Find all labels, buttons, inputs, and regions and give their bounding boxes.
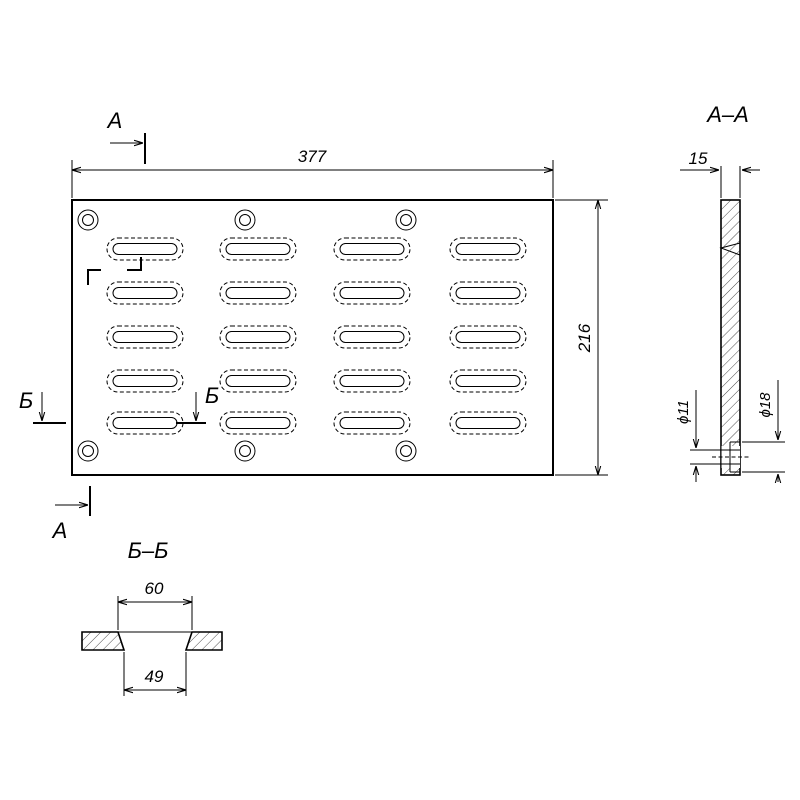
slot — [106, 281, 184, 305]
section-b-right-part — [184, 631, 223, 651]
slot-top-width-label: 60 — [145, 579, 164, 598]
dimension-plate-width: 377 — [71, 147, 554, 198]
slot — [106, 411, 184, 435]
section-b-b-view: Б–Б 60 49 — [81, 538, 223, 696]
section-a-a-view: А–А 15 ϕ11 ϕ18 — [675, 102, 785, 482]
slot — [219, 281, 297, 305]
section-a-strip — [720, 199, 741, 476]
mounting-hole — [395, 209, 417, 231]
mounting-holes — [77, 209, 417, 462]
slot — [333, 237, 411, 261]
slot-bottom-width-label: 49 — [145, 667, 164, 686]
section-a-a-title: А–А — [705, 102, 749, 127]
slot — [106, 325, 184, 349]
slot — [449, 369, 527, 393]
section-a-marker-top: А — [106, 108, 146, 164]
hole-small-dia-label: ϕ11 — [675, 400, 692, 424]
mounting-hole — [234, 209, 256, 231]
plate-outline — [71, 199, 554, 476]
slot — [449, 281, 527, 305]
slot — [106, 237, 184, 261]
section-b-letter-right: Б — [205, 383, 219, 408]
slot — [333, 369, 411, 393]
mounting-hole — [77, 209, 99, 231]
slot — [333, 281, 411, 305]
mounting-hole — [77, 440, 99, 462]
slot — [333, 325, 411, 349]
slot — [219, 369, 297, 393]
slot — [449, 325, 527, 349]
slot — [219, 325, 297, 349]
section-b-b-title: Б–Б — [128, 538, 169, 563]
slot — [106, 369, 184, 393]
section-b-corner-mark — [87, 269, 101, 285]
slot — [333, 411, 411, 435]
hole-large-dia-label: ϕ18 — [757, 392, 774, 418]
mounting-hole — [395, 440, 417, 462]
section-a-letter-bottom: А — [51, 518, 68, 543]
section-b-marker-left: Б — [19, 388, 66, 424]
mounting-hole — [234, 440, 256, 462]
section-b-marker-right: Б — [176, 383, 219, 424]
slot — [449, 411, 527, 435]
dimension-plate-height: 216 — [555, 199, 608, 476]
plate-width-label: 377 — [298, 147, 327, 166]
section-a-letter-top: А — [106, 108, 123, 133]
section-b-corner-mark — [127, 257, 142, 271]
section-a-marker-bottom: А — [51, 486, 91, 543]
slot — [219, 237, 297, 261]
section-b-left-part — [81, 631, 126, 651]
section-b-letter-left: Б — [19, 388, 33, 413]
plate-height-label: 216 — [575, 323, 594, 353]
thickness-label: 15 — [689, 149, 708, 168]
slot — [219, 411, 297, 435]
slot — [449, 237, 527, 261]
main-plate-view — [71, 199, 554, 476]
slot-grid — [106, 237, 527, 435]
